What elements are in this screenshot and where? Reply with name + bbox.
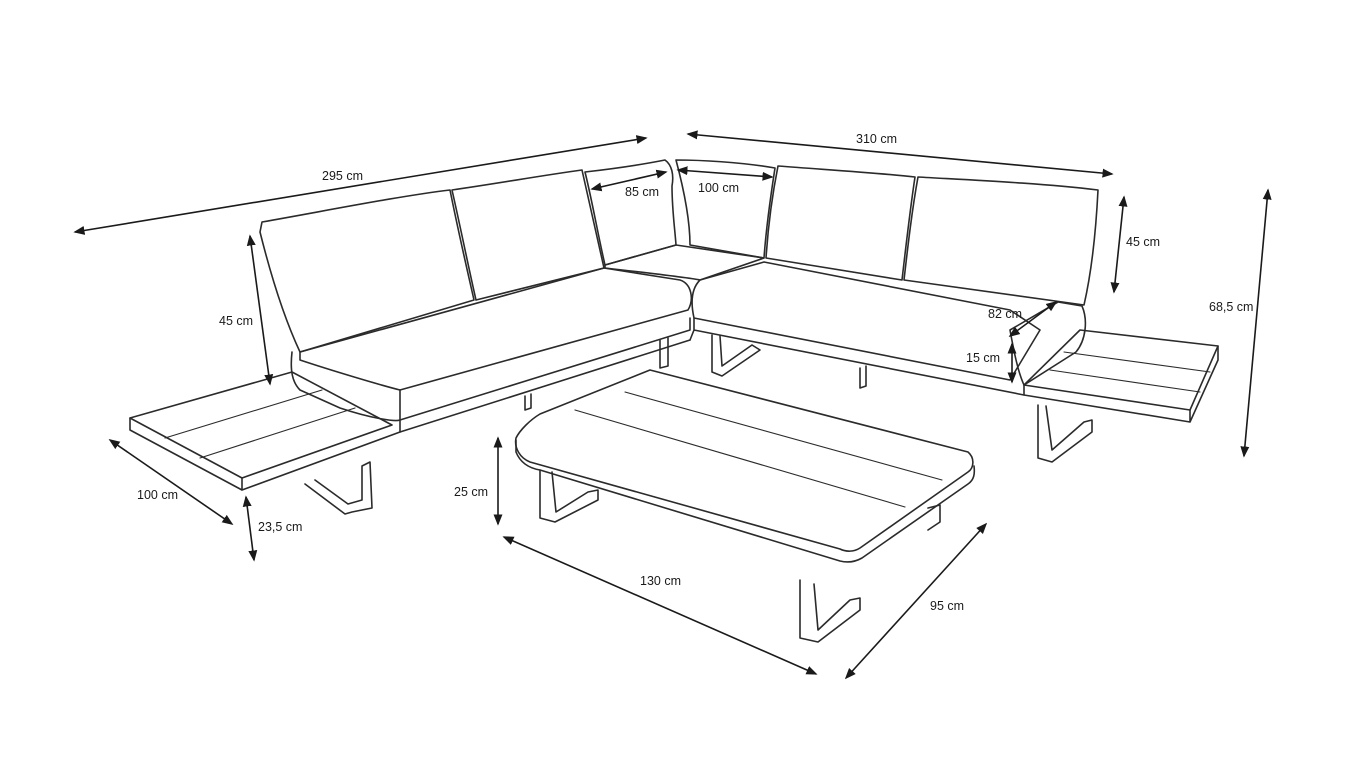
label-68-5: 68,5 cm: [1209, 300, 1253, 314]
right-side-table-planks: [1049, 351, 1211, 393]
label-310: 310 cm: [856, 132, 897, 146]
label-82: 82 cm: [988, 307, 1022, 321]
coffee-table: [514, 369, 976, 643]
label-295: 295 cm: [322, 169, 363, 183]
right-seat-base: [689, 317, 1025, 396]
dim-line-310: [686, 130, 1114, 178]
coffee-table-leg-left: [539, 469, 599, 523]
label-45-right: 45 cm: [1126, 235, 1160, 249]
right-leg-2: [859, 365, 867, 389]
coffee-table-edge: [515, 439, 976, 563]
left-center-leg: [524, 393, 532, 411]
left-back-cushion-2: [451, 169, 605, 301]
label-45-left: 45 cm: [219, 314, 253, 328]
corner-seat: [604, 244, 765, 281]
label-100-top: 100 cm: [698, 181, 739, 195]
left-sofa: [129, 159, 693, 515]
coffee-table-leg-back: [927, 504, 941, 531]
dimension-labels: 295 cm 310 cm 85 cm 100 cm 45 cm 45 cm 6…: [137, 132, 1253, 613]
dim-line-130: [502, 536, 818, 675]
left-leg: [304, 461, 373, 515]
dim-line-95: [844, 522, 988, 680]
label-95: 95 cm: [930, 599, 964, 613]
dim-line-68-5: [1240, 188, 1272, 458]
left-side-table-edge: [129, 417, 401, 491]
label-85: 85 cm: [625, 185, 659, 199]
dim-line-45-right: [1110, 195, 1128, 294]
left-side-table: [129, 371, 393, 479]
corner-top: [675, 159, 776, 259]
coffee-table-planks: [574, 391, 943, 508]
left-corner-leg: [659, 337, 669, 369]
right-leg-1: [711, 334, 761, 377]
left-seat-cushion: [299, 267, 693, 391]
left-back-cushion-1: [259, 189, 475, 353]
dim-line-82: [1008, 301, 1058, 337]
right-leg-3: [1037, 404, 1093, 463]
dim-line-100-top: [676, 166, 774, 181]
label-100-left: 100 cm: [137, 488, 178, 502]
left-seat-base: [399, 317, 691, 433]
left-seat-front: [290, 351, 401, 422]
dim-line-295: [73, 135, 648, 235]
coffee-table-top: [514, 369, 974, 552]
dim-line-100-left: [108, 439, 234, 525]
label-23-5: 23,5 cm: [258, 520, 302, 534]
label-15: 15 cm: [966, 351, 1000, 365]
coffee-table-leg-right: [799, 579, 861, 643]
label-130: 130 cm: [640, 574, 681, 588]
right-back-cushion-2: [903, 176, 1099, 306]
dim-line-45-left: [246, 234, 274, 386]
dimension-lines: [73, 130, 1272, 680]
label-25: 25 cm: [454, 485, 488, 499]
right-side-table-edge: [1023, 345, 1219, 423]
right-back-cushion-1: [765, 165, 916, 281]
dim-line-85: [590, 169, 668, 192]
dim-line-23-5: [242, 495, 258, 562]
right-sofa: [604, 159, 1219, 463]
